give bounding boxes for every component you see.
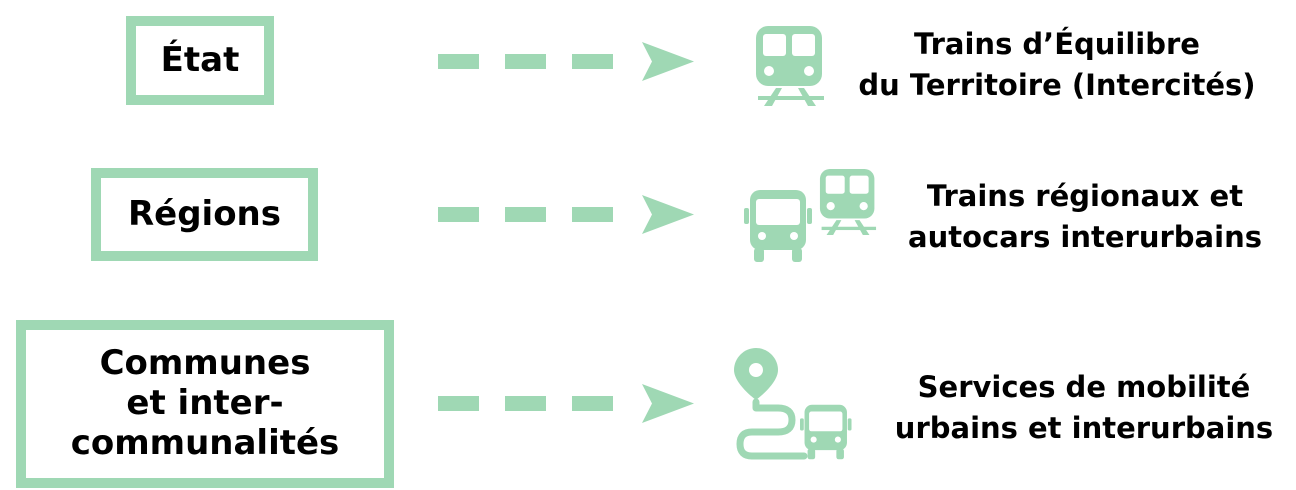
authority-line: Régions (127, 193, 282, 234)
authority-line: État (160, 39, 240, 80)
authority-label-communes: Communes et inter- communalités (71, 344, 340, 463)
service-line: urbains et interurbains (894, 411, 1274, 446)
service-line: Trains d’Équilibre (914, 27, 1200, 61)
service-label-etat: Trains d’Équilibre du Territoire (Interc… (842, 24, 1272, 106)
service-line: Services de mobilité (917, 370, 1251, 404)
bus-icon (744, 190, 812, 262)
arrow-dash (572, 396, 613, 411)
bus-icon (800, 404, 852, 460)
arrow-dash (572, 207, 613, 222)
authority-label-etat: État (160, 39, 240, 81)
authority-box-regions: Régions (91, 168, 318, 261)
train-icon (819, 169, 877, 235)
dashed-arrow-etat (438, 42, 694, 81)
authority-box-communes: Communes et inter- communalités (16, 320, 394, 488)
arrow-head (642, 195, 694, 234)
arrow-dash (572, 54, 613, 69)
authority-line: Communes (99, 343, 311, 384)
authority-box-etat: État (126, 16, 274, 105)
arrow-dash (438, 54, 479, 69)
arrow-head (642, 42, 694, 81)
train-icon (756, 26, 824, 106)
service-label-communes: Services de mobilité urbains et interurb… (876, 367, 1292, 449)
service-line: autocars interurbains (908, 220, 1262, 255)
arrow-dash (505, 207, 546, 222)
arrow-dash (438, 207, 479, 222)
arrow-dash (505, 54, 546, 69)
dashed-arrow-communes (438, 384, 694, 423)
authority-label-regions: Régions (127, 193, 282, 235)
authority-line: communalités (70, 422, 340, 463)
service-line: du Territoire (Intercités) (858, 68, 1256, 103)
arrow-dash (438, 396, 479, 411)
arrow-head (642, 384, 694, 423)
authority-line: et inter- (126, 383, 284, 424)
service-label-regions: Trains régionaux et autocars interurbain… (880, 176, 1290, 258)
service-line: Trains régionaux et (926, 179, 1244, 213)
arrow-dash (505, 396, 546, 411)
dashed-arrow-regions (438, 195, 694, 234)
route-pin-icon (734, 348, 808, 460)
